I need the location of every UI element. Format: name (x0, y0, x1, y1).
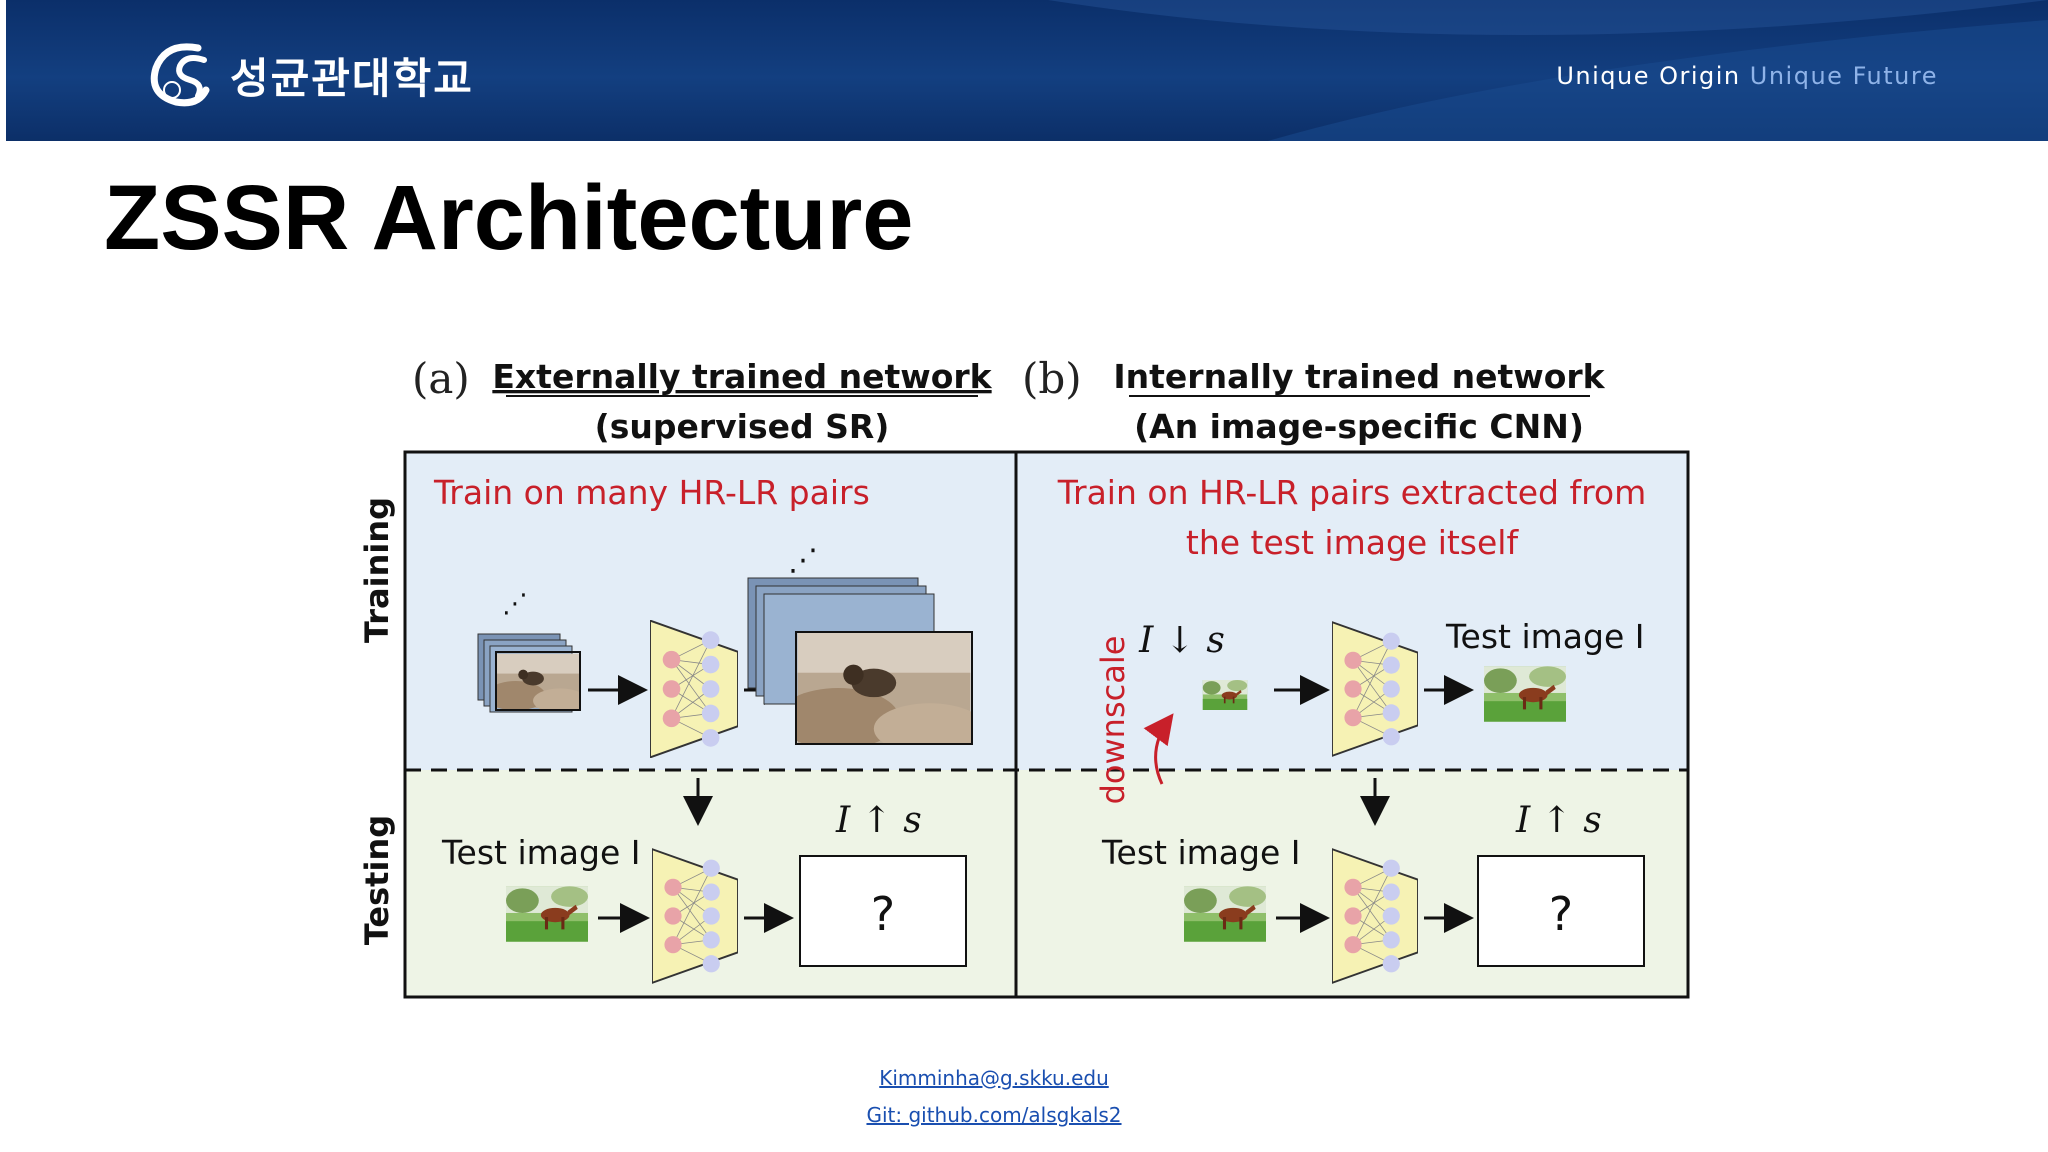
hr-image-stack: ⋰ (747, 543, 973, 745)
panel-a-heading-line2: (supervised SR) (595, 407, 890, 446)
slide-title: ZSSR Architecture (104, 167, 914, 269)
header-banner: 성균관대학교 Unique Origin Unique Future (6, 0, 2048, 141)
panel-b-down-label: I ↓ s (1138, 620, 1225, 661)
row-label-testing: Testing (358, 815, 396, 945)
tagline-future: Unique Future (1749, 62, 1938, 90)
university-name: 성균관대학교 (230, 53, 474, 103)
panel-b-downscale-label: downscale (1094, 636, 1132, 805)
panel-b-hr-image (1484, 666, 1566, 722)
panel-a-marker: (a) (412, 354, 470, 403)
panel-b-downscale-arrow (1143, 713, 1174, 785)
panel-a-test-label: Test image I (441, 833, 640, 872)
panel-b-train-text-line1: Train on HR-LR pairs extracted from (1057, 473, 1647, 512)
footer-email-link[interactable]: Kimminha@g.skku.edu (879, 1066, 1109, 1090)
panel-b-heading-line1: Internally trained network (1113, 357, 1605, 396)
panel-b-output-label: I ↑ s (1515, 800, 1602, 841)
panel-a-heading-line1: Externally trained network (492, 357, 992, 396)
university-logo[interactable]: 성균관대학교 (146, 40, 474, 110)
panel-a-test-image (506, 886, 588, 942)
footer-git-link[interactable]: Git: github.com/alsgkals2 (866, 1103, 1122, 1127)
header-wave-decoration (848, 0, 2048, 141)
zssr-architecture-diagram: (a) Externally trained network (supervis… (358, 354, 1690, 999)
figure-border (403, 450, 1690, 999)
skku-emblem-icon (150, 43, 210, 107)
panel-a-train-text: Train on many HR-LR pairs (433, 473, 870, 512)
panel-b-test-image-top: Test image I (1445, 617, 1644, 656)
panel-b-heading-line2: (An image-specific CNN) (1134, 407, 1584, 446)
panel-b-output-question: ? (1549, 887, 1573, 941)
row-label-training: Training (358, 497, 396, 643)
panel-b-output-box (1477, 855, 1645, 967)
panel-b-test-image (1184, 886, 1266, 942)
panel-b-lr-image (1202, 680, 1248, 710)
panel-b-marker: (b) (1022, 354, 1082, 403)
zssr-figure: (a) Externally trained network (supervis… (340, 340, 1720, 1010)
panel-a-output-box (799, 855, 967, 967)
panel-b-train-text-line2: the test image itself (1186, 523, 1520, 562)
tagline-origin: Unique Origin (1556, 62, 1741, 90)
panel-b-test-label: Test image I (1101, 833, 1300, 872)
tagline: Unique Origin Unique Future (1556, 62, 1938, 90)
svg-text:⋰: ⋰ (502, 589, 528, 619)
panel-a-output-question: ? (871, 887, 895, 941)
panel-a-output-label: I ↑ s (835, 800, 922, 841)
svg-text:⋰: ⋰ (788, 543, 818, 578)
lr-image-stack: ⋰ (477, 589, 581, 713)
